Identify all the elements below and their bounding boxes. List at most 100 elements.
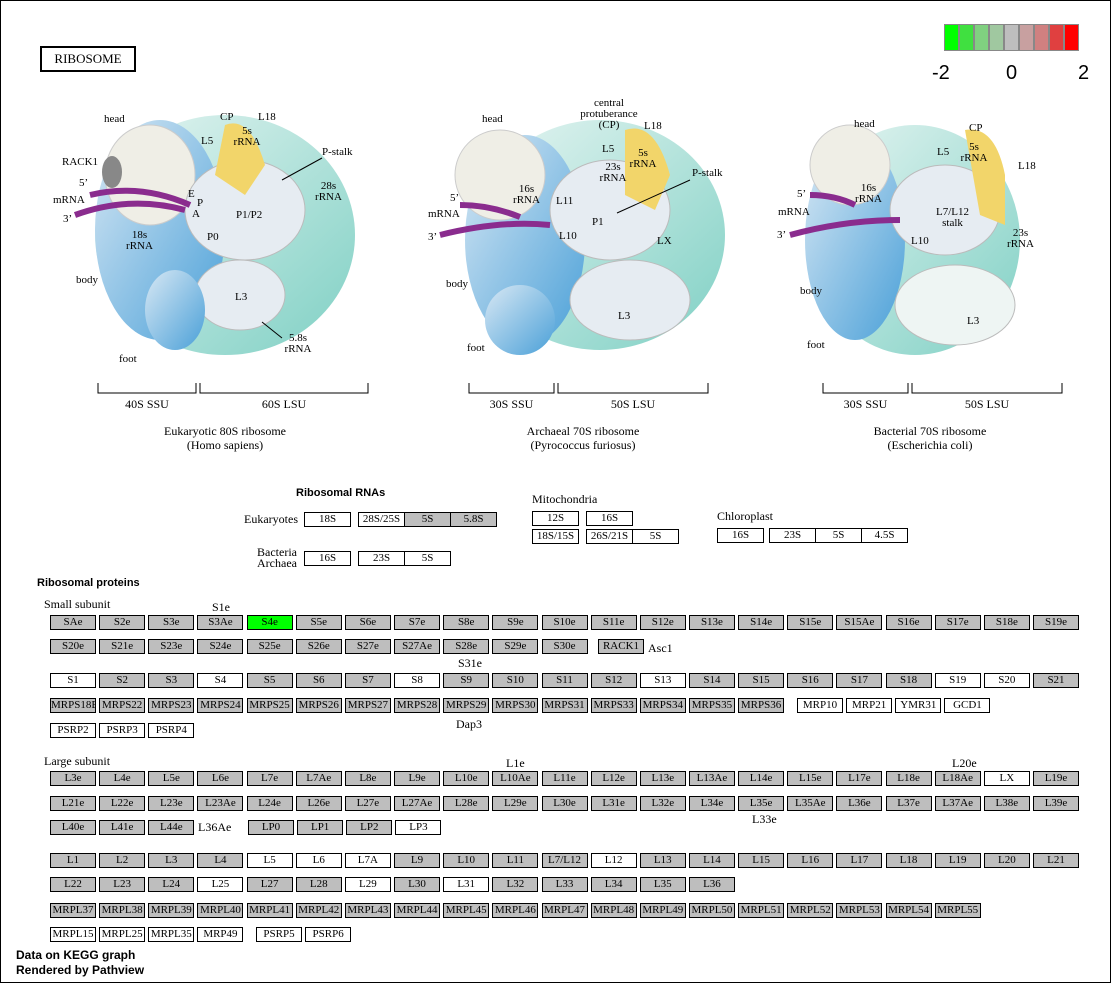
rna-box[interactable]: 16S xyxy=(304,551,351,566)
protein-box[interactable]: S3e xyxy=(148,615,195,630)
rna-box[interactable]: 5S xyxy=(404,551,451,566)
protein-box[interactable]: S11 xyxy=(541,673,588,688)
protein-box[interactable]: L9e xyxy=(394,771,441,786)
protein-box[interactable]: L10 xyxy=(443,853,490,868)
protein-box[interactable]: L1 xyxy=(50,853,96,868)
protein-box[interactable]: S21 xyxy=(1033,673,1079,688)
protein-box[interactable]: MRPS27 xyxy=(344,698,391,713)
rna-box[interactable]: 5S xyxy=(404,512,451,527)
protein-box[interactable]: L10Ae xyxy=(492,771,539,786)
protein-box[interactable]: S18 xyxy=(885,673,932,688)
protein-box[interactable]: S1 xyxy=(50,673,96,688)
protein-box[interactable]: L5 xyxy=(246,853,293,868)
protein-box[interactable]: S21e xyxy=(99,639,146,654)
rna-box[interactable]: 16S xyxy=(717,528,764,543)
protein-box[interactable]: S17 xyxy=(836,673,883,688)
protein-box[interactable]: L19e xyxy=(1033,771,1079,786)
rna-box[interactable]: 5S xyxy=(815,528,862,543)
protein-box[interactable]: L36e xyxy=(836,796,883,811)
protein-box[interactable]: S30e xyxy=(541,639,588,654)
protein-box[interactable]: PSRP2 xyxy=(50,723,96,738)
protein-box[interactable]: LP2 xyxy=(346,820,393,835)
protein-box[interactable]: S20 xyxy=(983,673,1030,688)
protein-box[interactable]: S17e xyxy=(934,615,981,630)
protein-box[interactable]: S5e xyxy=(295,615,342,630)
protein-box[interactable]: L20 xyxy=(983,853,1030,868)
rna-box[interactable]: 5S xyxy=(632,529,679,544)
protein-box[interactable]: S10e xyxy=(541,615,588,630)
protein-box[interactable]: L32e xyxy=(639,796,686,811)
protein-box[interactable]: L34e xyxy=(688,796,735,811)
protein-box[interactable]: L11 xyxy=(492,853,539,868)
protein-box[interactable]: L32 xyxy=(492,877,539,892)
protein-box[interactable]: S29e xyxy=(492,639,539,654)
protein-box[interactable]: MRPS28 xyxy=(394,698,441,713)
protein-box[interactable]: LP3 xyxy=(395,820,442,835)
protein-box[interactable]: PSRP4 xyxy=(148,723,195,738)
protein-box[interactable]: L16 xyxy=(787,853,834,868)
protein-box[interactable]: GCD1 xyxy=(944,698,991,713)
protein-box[interactable]: L23e xyxy=(148,796,195,811)
protein-box[interactable]: S12 xyxy=(590,673,637,688)
protein-box[interactable]: MRPL50 xyxy=(688,903,735,918)
protein-box[interactable]: S13 xyxy=(639,673,686,688)
protein-box[interactable]: MRPS22 xyxy=(99,698,146,713)
protein-box[interactable]: L29 xyxy=(344,877,391,892)
protein-box[interactable]: MRPS31 xyxy=(541,698,588,713)
protein-box[interactable]: L13Ae xyxy=(688,771,735,786)
protein-box[interactable]: L21 xyxy=(1033,853,1079,868)
protein-box[interactable]: MRPS18B xyxy=(50,698,96,713)
protein-box[interactable]: SAe xyxy=(50,615,96,630)
protein-box[interactable]: S13e xyxy=(688,615,735,630)
protein-box[interactable]: L12 xyxy=(590,853,637,868)
rna-box[interactable]: 23S xyxy=(358,551,405,566)
protein-box[interactable]: MRPS35 xyxy=(688,698,735,713)
protein-box[interactable]: L24e xyxy=(246,796,293,811)
protein-box[interactable]: LP1 xyxy=(297,820,344,835)
protein-box[interactable]: S15Ae xyxy=(836,615,883,630)
protein-box[interactable]: S14e xyxy=(738,615,785,630)
protein-box[interactable]: S6 xyxy=(295,673,342,688)
rna-box[interactable]: 16S xyxy=(586,511,633,526)
rna-box[interactable]: 12S xyxy=(532,511,579,526)
protein-box[interactable]: L7/L12 xyxy=(541,853,588,868)
protein-box[interactable]: MRPL42 xyxy=(295,903,342,918)
protein-box[interactable]: MRPL15 xyxy=(50,927,96,942)
protein-box[interactable]: S24e xyxy=(197,639,244,654)
protein-box[interactable]: S6e xyxy=(344,615,391,630)
protein-box[interactable]: L40e xyxy=(50,820,96,835)
protein-box[interactable]: L15e xyxy=(787,771,834,786)
protein-box[interactable]: L13 xyxy=(639,853,686,868)
protein-box[interactable]: MRPS36 xyxy=(738,698,785,713)
protein-box[interactable]: L35Ae xyxy=(787,796,834,811)
protein-box[interactable]: L27 xyxy=(246,877,293,892)
protein-box[interactable]: S7 xyxy=(344,673,391,688)
protein-box[interactable]: L21e xyxy=(50,796,96,811)
protein-box[interactable]: MRP10 xyxy=(797,698,843,713)
protein-box[interactable]: MRPL38 xyxy=(99,903,146,918)
protein-box[interactable]: S14 xyxy=(688,673,735,688)
protein-box[interactable]: MRPS29 xyxy=(443,698,490,713)
protein-box[interactable]: MRPS24 xyxy=(197,698,244,713)
protein-box[interactable]: S23e xyxy=(148,639,195,654)
protein-box[interactable]: MRPL35 xyxy=(148,927,195,942)
protein-box[interactable]: L39e xyxy=(1033,796,1079,811)
protein-box[interactable]: MRPL51 xyxy=(738,903,785,918)
protein-box[interactable]: S3 xyxy=(148,673,195,688)
protein-box[interactable]: L37Ae xyxy=(934,796,981,811)
protein-box[interactable]: S26e xyxy=(295,639,342,654)
protein-box[interactable]: MRPS30 xyxy=(492,698,539,713)
protein-box[interactable]: S2e xyxy=(99,615,146,630)
protein-box[interactable]: L34 xyxy=(590,877,637,892)
protein-box[interactable]: S28e xyxy=(443,639,490,654)
protein-box[interactable]: MRPS26 xyxy=(295,698,342,713)
protein-box[interactable]: MRPL41 xyxy=(246,903,293,918)
protein-box[interactable]: L31e xyxy=(590,796,637,811)
protein-box[interactable]: MRPL48 xyxy=(590,903,637,918)
protein-box[interactable]: L17 xyxy=(836,853,883,868)
protein-box[interactable]: S25e xyxy=(246,639,293,654)
protein-box[interactable]: MRPL25 xyxy=(99,927,146,942)
rna-box[interactable]: 5.8S xyxy=(450,512,497,527)
protein-box[interactable]: MRPL46 xyxy=(492,903,539,918)
protein-box[interactable]: L9 xyxy=(394,853,441,868)
